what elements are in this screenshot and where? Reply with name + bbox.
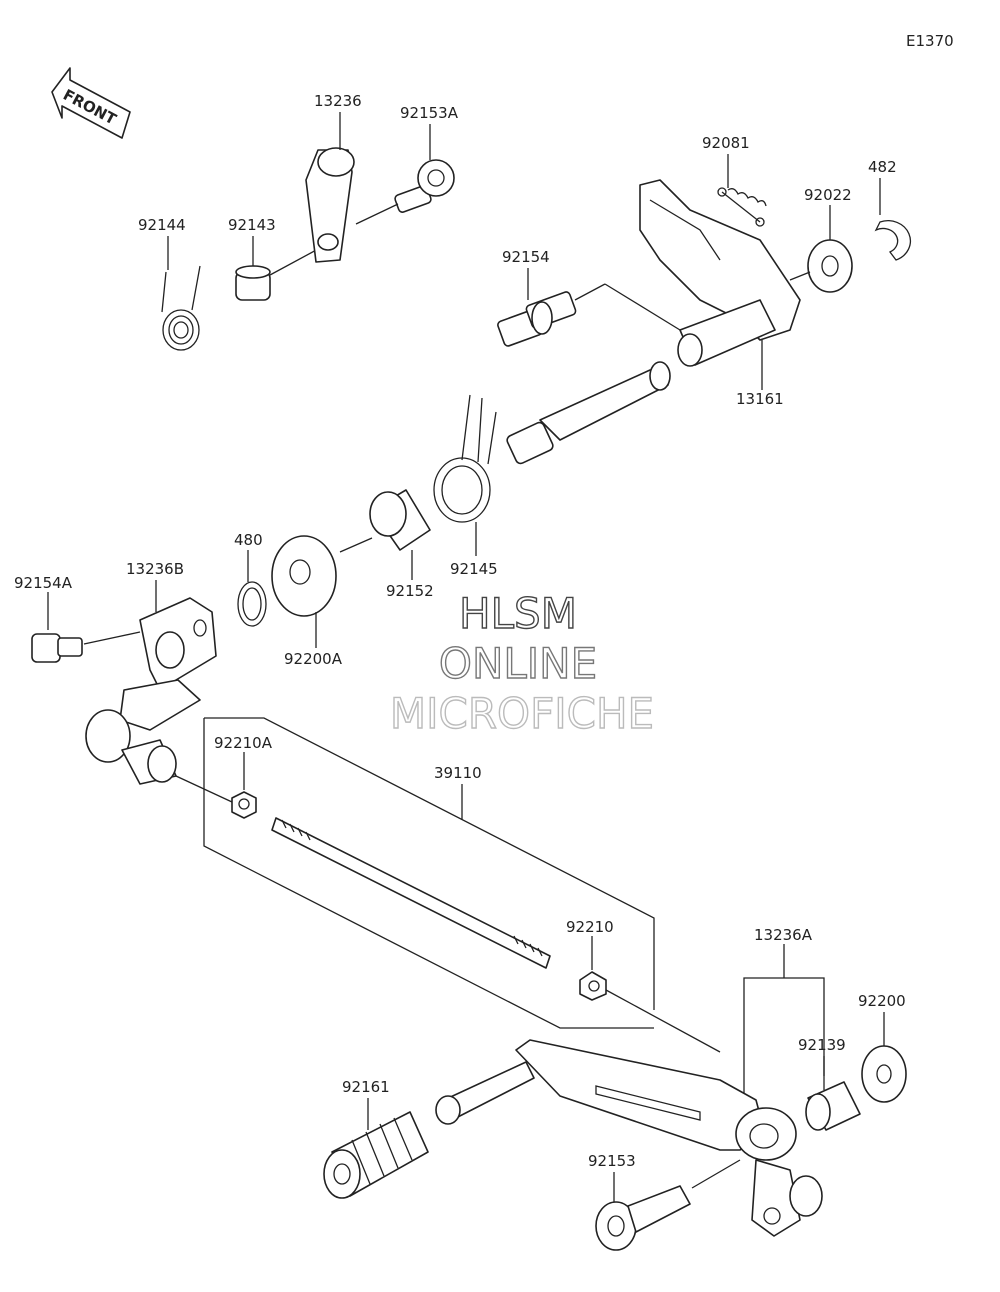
washer-92200 — [861, 1045, 907, 1103]
part-label-92152: 92152 — [386, 582, 434, 600]
part-label-92022: 92022 — [804, 186, 852, 204]
tie-rod-39110 — [271, 817, 551, 969]
watermark-line2: ONLINE — [439, 639, 597, 688]
spring-92144 — [161, 265, 201, 351]
part-label-92081: 92081 — [702, 134, 750, 152]
part-label-92153A: 92153A — [400, 104, 459, 122]
part-label-39110: 39110 — [434, 764, 482, 782]
part-label-13236A: 13236A — [754, 926, 813, 944]
part-label-92139: 92139 — [798, 1036, 846, 1054]
watermark-line1: HLSM — [459, 589, 577, 638]
collar-92139 — [805, 1081, 861, 1131]
part-label-482: 482 — [868, 158, 897, 176]
bolt-92153A — [394, 159, 455, 213]
washer-92022 — [807, 239, 853, 293]
part-label-92210A: 92210A — [214, 734, 273, 752]
lever-13236B — [85, 597, 217, 785]
nut-92210 — [579, 971, 607, 1001]
part-label-92154: 92154 — [502, 248, 550, 266]
part-label-92144: 92144 — [138, 216, 186, 234]
front-arrow-icon: FRONT — [51, 67, 131, 139]
circlip-482 — [874, 220, 912, 261]
circlip-480 — [237, 581, 267, 627]
collar-92143 — [235, 265, 271, 301]
bolt-92154A — [31, 633, 83, 663]
part-label-92210: 92210 — [566, 918, 614, 936]
spring-92145 — [433, 394, 497, 523]
shift-pedal — [515, 1039, 823, 1237]
part-label-92200: 92200 — [858, 992, 906, 1010]
part-label-92161: 92161 — [342, 1078, 390, 1096]
bolt-92154 — [497, 291, 577, 347]
washer-92200A — [271, 535, 337, 617]
rod-bracket-39110 — [203, 717, 655, 1029]
part-label-92154A: 92154A — [14, 574, 73, 592]
part-label-13236: 13236 — [314, 92, 362, 110]
collar-92152 — [369, 489, 431, 551]
part-label-13236B: 13236B — [126, 560, 184, 578]
shift-shaft-13161 — [506, 179, 801, 465]
diagram-code: E1370 — [906, 32, 954, 50]
part-label-92143: 92143 — [228, 216, 276, 234]
peg-stud — [435, 1061, 535, 1125]
nut-92210A — [231, 791, 257, 819]
spring-92081 — [717, 187, 767, 227]
part-label-92200A: 92200A — [284, 650, 343, 668]
part-label-480: 480 — [234, 531, 263, 549]
part-label-92145: 92145 — [450, 560, 498, 578]
bolt-92153 — [595, 1185, 691, 1251]
peg-rubber-92161 — [323, 1111, 429, 1199]
watermark-line3: MICROFICHE — [390, 689, 654, 738]
lever-13236 — [305, 147, 355, 263]
part-label-92153: 92153 — [588, 1152, 636, 1170]
part-label-13161: 13161 — [736, 390, 784, 408]
